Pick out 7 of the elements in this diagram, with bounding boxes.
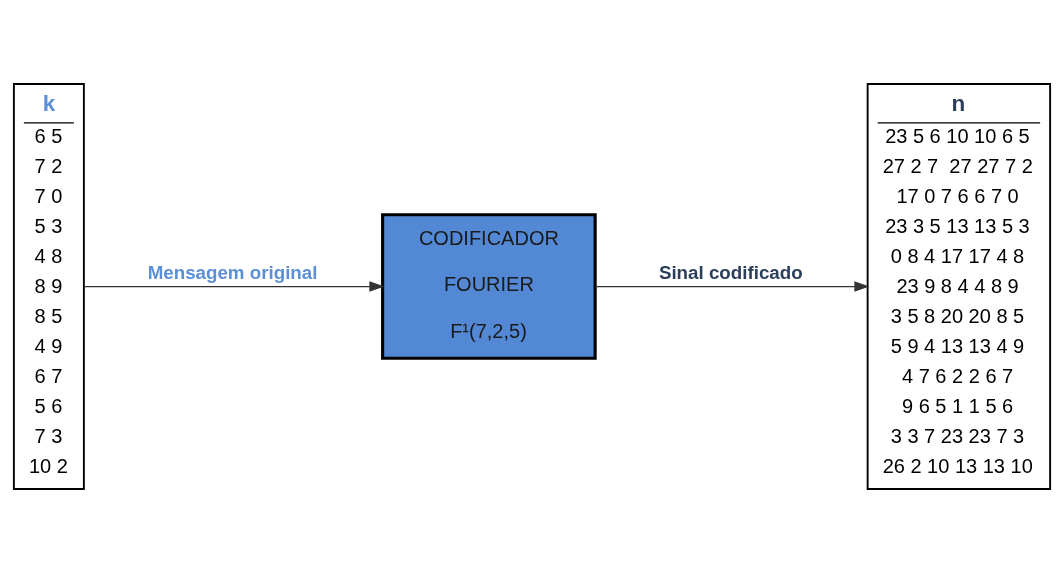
arrow [595,280,870,292]
edge-label: Mensagem original [147,261,318,283]
node-box: k 6 5 7 2 7 0 5 3 4 8 8 9 8 5 4 9 6 7 5 6 7 3 10 2 [12,82,85,490]
arrow [83,280,385,292]
node-box: n 23 5 6 10 10 6 5 27 2 7 27 27 7 2 17 0 7 6 6 7 0 23 3 5 13 13 5 3 0 8 4 17 17 4 8 23 9 8 4 4 8 9 3 5 8 20 20 8 5 5 9 4 13 13 4 9 4 7 6 2 2 6 7 9 6 5 1 1 5 6 3 3 7 23 23 7 3 26 2 10 13 13 10 [866,82,1052,490]
node-box: CODIFICADOR FOURIER F¹(7,2,5) [381,212,597,360]
edge-label: Sinal codificado [658,261,803,283]
